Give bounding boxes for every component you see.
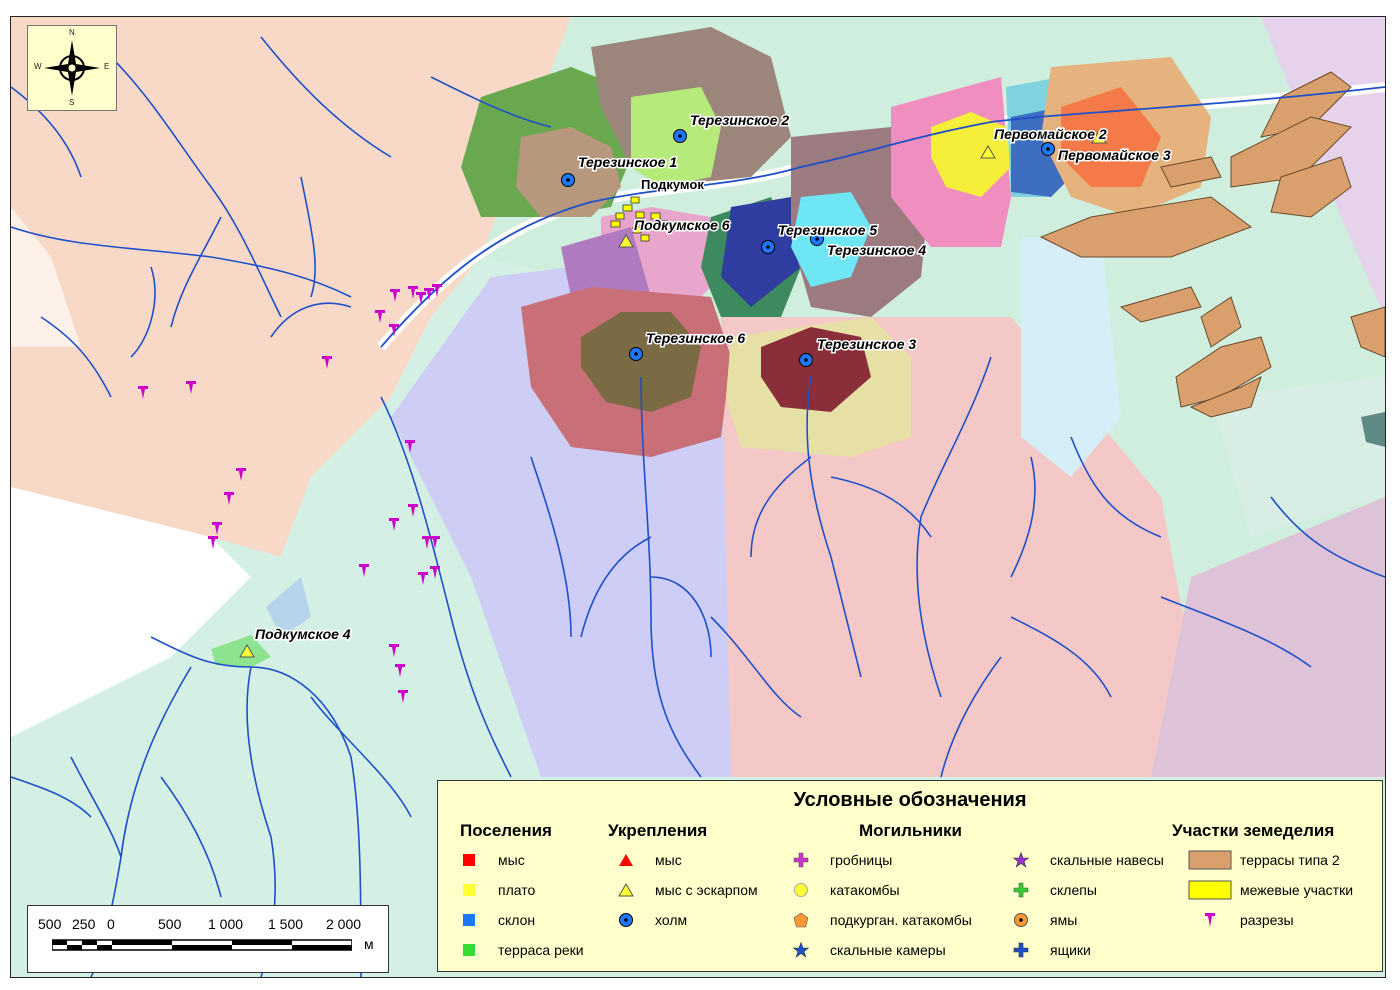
legend-item: мыс: [456, 849, 525, 871]
square-blue-icon: [463, 914, 475, 926]
scale-tick: 0: [107, 916, 115, 932]
label-podkumskoe-6: Подкумское 6: [634, 217, 730, 233]
patch-navy: [721, 197, 801, 307]
label-terezinskoe-3: Терезинское 3: [817, 336, 916, 352]
dark-patch-east: [1361, 412, 1385, 447]
zone-white-patch: [11, 207, 81, 347]
legend-item: скальные камеры: [788, 939, 946, 961]
legend-item: склепы: [1008, 879, 1097, 901]
scale-tick: 500: [158, 916, 182, 932]
terraces-layer: [1039, 71, 1385, 418]
scale-tick: 1 500: [268, 916, 304, 932]
legend-heading-farming: Участки земеделия: [1172, 821, 1335, 840]
river-podkumok: [380, 86, 1385, 348]
compass-rose-icon: [44, 40, 100, 96]
triangle-yellow-icon: [618, 883, 634, 897]
scale-bar: 500 250 0 500 1 000 1 500 2 000 м: [27, 905, 389, 973]
legend-heading-settlements: Поселения: [460, 821, 552, 840]
zone-west-peach: [11, 17, 571, 557]
scale-tick: 500: [38, 916, 62, 932]
patch-yellow: [931, 112, 1011, 197]
patch-cyan: [791, 192, 871, 287]
star-purple-icon: [1013, 852, 1029, 868]
hill-dot-circle-icon: [619, 913, 633, 927]
zone-mauve: [1151, 497, 1385, 777]
pins-layer: [138, 284, 442, 703]
label-pervomayskoe-3: Первомайское 3: [1058, 147, 1171, 163]
compass-s: S: [69, 98, 75, 107]
legend-item: терраса реки: [456, 939, 584, 961]
label-terezinskoe-4: Терезинское 4: [827, 242, 926, 258]
square-green-icon: [463, 944, 475, 956]
legend-item: гробницы: [788, 849, 892, 871]
scale-tick: 2 000: [326, 916, 362, 932]
legend-item: подкурган. катакомбы: [788, 909, 972, 931]
label-river-podkumok: Подкумок: [641, 177, 704, 192]
legend-heading-burials: Могильники: [859, 821, 963, 840]
patch-orange: [1061, 87, 1161, 187]
zone-white-southwest: [11, 487, 251, 737]
legend-item: плато: [456, 879, 535, 901]
map-canvas[interactable]: Терезинское 1 Терезинское 2 Терезинское …: [11, 17, 1385, 977]
legend-panel: Условные обозначения Поселения Укреплени…: [437, 780, 1383, 972]
compass-n: N: [69, 28, 75, 37]
label-podkumskoe-4: Подкумское 4: [255, 626, 351, 642]
pit-dot-circle-icon: [1014, 913, 1028, 927]
legend-item: мыс с эскарпом: [613, 879, 758, 901]
compass-e: E: [104, 62, 110, 71]
escarp-sites: [239, 130, 1107, 658]
legend-item: холм: [613, 909, 687, 931]
star-blue-icon: [793, 942, 809, 958]
pin-magenta-icon: [1205, 913, 1215, 927]
legend-item: ямы: [1008, 909, 1077, 931]
square-yellow-icon: [463, 884, 475, 896]
zone-pale-green: [1211, 377, 1385, 537]
legend-item: межевые участки: [1188, 879, 1353, 901]
river-terrace-patch: [211, 635, 271, 667]
circle-yellow-icon: [794, 883, 808, 897]
cross-purple-icon: [793, 852, 809, 868]
legend-item: скальные навесы: [1008, 849, 1164, 871]
patch-olive: [581, 312, 701, 412]
compass-w: W: [34, 62, 42, 71]
scale-tick: 250: [72, 916, 96, 932]
scale-tick: 1 000: [208, 916, 244, 932]
scale-bar-graphic: [52, 939, 352, 951]
legend-item: катакомбы: [788, 879, 900, 901]
light-blue-patch-south: [266, 577, 311, 637]
patch-maroon: [761, 327, 871, 412]
map-frame: Терезинское 1 Терезинское 2 Терезинское …: [10, 16, 1386, 978]
legend-item: разрезы: [1188, 909, 1294, 931]
triangle-red-icon: [619, 854, 633, 866]
cross-green-icon: [1013, 882, 1029, 898]
patch-tan: [516, 127, 621, 217]
label-terezinskoe-5: Терезинское 5: [778, 222, 877, 238]
hill-sites: [561, 129, 1055, 367]
north-arrow: N S W E: [27, 25, 117, 111]
square-red-icon: [463, 854, 475, 866]
label-tereзinskoe-1: Терезинское 1: [578, 154, 677, 170]
pentagon-orange-icon: [793, 912, 809, 928]
legend-item: ящики: [1008, 939, 1091, 961]
plot-swatch-icon: [1188, 880, 1232, 900]
scale-unit: м: [364, 936, 374, 952]
streams-layer: [11, 36, 1385, 977]
legend-item: склон: [456, 909, 535, 931]
boundary-plots: [610, 196, 668, 242]
cross-blue-icon: [1013, 942, 1029, 958]
label-terezinskoe-6: Терезинское 6: [646, 330, 745, 346]
legend-title: Условные обозначения: [793, 789, 1027, 811]
terrace-swatch-icon: [1188, 850, 1232, 870]
label-terezinskoe-2: Терезинское 2: [690, 112, 789, 128]
legend-item: террасы типа 2: [1188, 849, 1340, 871]
label-pervomayskoe-2: Первомайское 2: [994, 126, 1107, 142]
zone-light-blue: [1021, 237, 1121, 477]
legend-heading-fortifications: Укрепления: [608, 821, 708, 840]
legend-item: мыс: [613, 849, 682, 871]
